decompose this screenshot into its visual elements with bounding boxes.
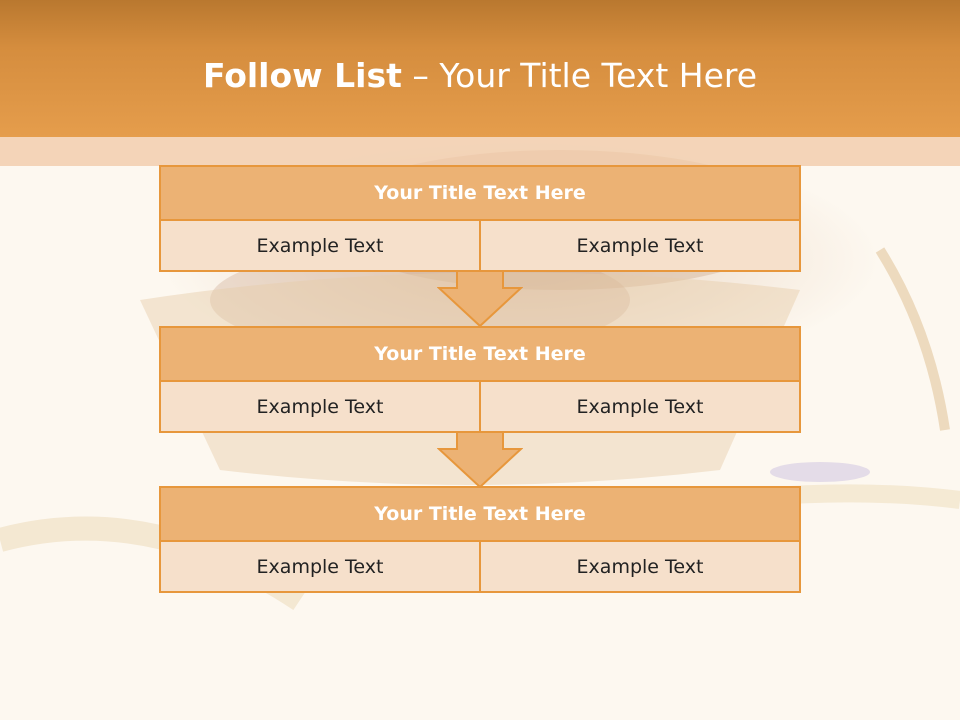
list-block-2: Your Title Text Here Example Text Exampl… (159, 326, 801, 433)
block-cell-right: Example Text (481, 542, 801, 593)
list-block-1: Your Title Text Here Example Text Exampl… (159, 165, 801, 272)
block-cell-left: Example Text (159, 382, 481, 433)
title-strong: Follow List (202, 56, 402, 95)
down-arrow-icon (437, 431, 523, 489)
title-rest: – Your Title Text Here (401, 56, 758, 95)
down-arrow-icon (437, 270, 523, 328)
block-cell-right: Example Text (481, 382, 801, 433)
block-row: Example Text Example Text (159, 542, 801, 593)
block-title: Your Title Text Here (159, 486, 801, 542)
list-block-3: Your Title Text Here Example Text Exampl… (159, 486, 801, 593)
block-cell-left: Example Text (159, 221, 481, 272)
header-band (0, 137, 960, 166)
block-title: Your Title Text Here (159, 326, 801, 382)
page-title: Follow List – Your Title Text Here (0, 52, 960, 100)
block-row: Example Text Example Text (159, 221, 801, 272)
block-cell-right: Example Text (481, 221, 801, 272)
block-title: Your Title Text Here (159, 165, 801, 221)
block-row: Example Text Example Text (159, 382, 801, 433)
header-bar (0, 0, 960, 137)
block-cell-left: Example Text (159, 542, 481, 593)
